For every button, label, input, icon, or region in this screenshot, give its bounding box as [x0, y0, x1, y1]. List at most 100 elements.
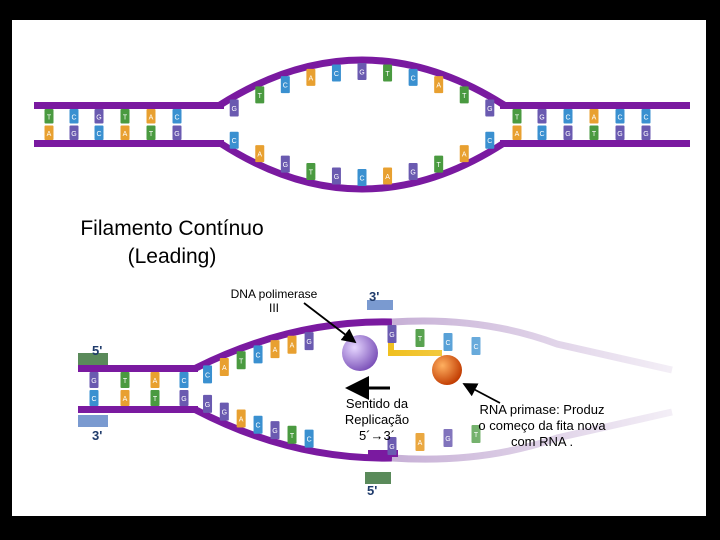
top-bubble-lower-3-rod [306, 163, 316, 181]
bottom-left-pair-upper-1-rod [120, 372, 130, 388]
top-bubble-upper-5-rod [357, 63, 367, 80]
top-left-pair-upper-0-letter: T [47, 114, 52, 121]
fork-lower-base-5-letter: T [290, 433, 295, 440]
fork-lower-base-5-rod [287, 425, 297, 444]
top-left-pair-upper-0-rod [44, 109, 54, 124]
top-bubble-upper-10-letter: G [487, 106, 492, 113]
top-bubble-upper-1-rod [255, 86, 265, 104]
top-bubble-lower-3-letter: T [309, 170, 314, 177]
top-bubble-lower-9-rod [459, 145, 469, 163]
top-bubble-upper-5-letter: G [359, 70, 364, 77]
top-bubble-lower-1-rod [255, 145, 265, 163]
fork-lower-parental-strand [194, 406, 393, 462]
top-left-pair-lower-1-letter: G [71, 131, 76, 138]
bottom-left-pair-lower-3-letter: G [181, 396, 186, 403]
top-bubble-upper-6-rod [383, 64, 393, 82]
bottom-replication-fork: GCTAATCGCGAGTACCAGATGCGGTACGCT [78, 300, 692, 484]
fork-upper-base-4-letter: A [273, 347, 278, 354]
top-bubble-lower-10-rod [485, 131, 495, 149]
polymerase-pointer-arrow [303, 302, 357, 344]
replication-direction-label: Sentido da Replicação 5´→3´ [344, 396, 410, 443]
fork-upper-base-6-letter: G [306, 339, 311, 346]
fork-lower-base-1-rod [219, 402, 229, 421]
top-bubble-upper-4-letter: C [334, 71, 339, 78]
fork-lower-base-0-letter: G [205, 402, 210, 409]
top-left-pair-lower-0-rod [44, 125, 54, 140]
new-leading-strand [368, 450, 398, 457]
top-left-pair-upper-1-letter: C [71, 114, 76, 121]
top-bubble-lower-2-rod [280, 155, 290, 173]
top-left-pair-lower-0-letter: A [47, 131, 52, 138]
top-left-pair-upper-1-rod [69, 109, 79, 124]
bottom-left-pair-upper-0-rod [89, 372, 99, 388]
top-left-pair-lower-5-rod [172, 125, 182, 140]
top-bubble-upper-3-letter: A [309, 75, 314, 82]
top-right-pair-lower-0-rod [512, 125, 522, 140]
top-bubble-lower-4-letter: G [334, 174, 339, 181]
top-right-pair-lower-3-letter: T [592, 131, 597, 138]
top-bubble-lower-9-letter: A [462, 152, 467, 159]
top-bubble-lower-7-rod [408, 163, 418, 181]
top-bubble-upper-strand [218, 56, 506, 108]
rna-primase-label: RNA primase: Produz o começo da fita nov… [478, 402, 606, 449]
left-5-end-marker [78, 353, 108, 365]
dna-polymerase-label: DNA polimerase III [230, 287, 318, 315]
top-right-lower-backbone [500, 140, 690, 147]
top-right-pair-lower-4-rod [615, 125, 625, 140]
bottom-left-pair-lower-3-rod [179, 390, 189, 406]
bottom-left-pair-upper-3-letter: C [181, 378, 186, 385]
top-left-pair-upper-2-letter: G [96, 114, 101, 121]
top-right-pair-upper-3-rod [589, 109, 599, 124]
fork-lower-base-4-rod [270, 421, 280, 440]
primase-pointer-arrow [462, 383, 501, 404]
fork-lower-base-4-letter: G [272, 428, 277, 435]
fork-lower-base-2-letter: A [239, 417, 244, 424]
fork-upper-base-5-letter: A [290, 343, 295, 350]
bottom-left-pair-lower-1-letter: A [123, 396, 128, 403]
top-left-pair-lower-4-letter: T [149, 131, 154, 138]
fork-upper-base-3-letter: C [256, 352, 261, 359]
strand-end-5-left: 5' [92, 343, 103, 358]
bottom-left-upper-backbone [78, 365, 198, 372]
top-bubble-lower-5-rod [357, 169, 367, 186]
top-left-pair-upper-2-rod [94, 109, 104, 124]
bottom-left-pair-lower-2-letter: T [153, 396, 158, 403]
bottom-5-end-marker [365, 472, 391, 484]
top-left-pair-lower-3-rod [120, 125, 130, 140]
top-bubble-upper-6-letter: T [385, 71, 390, 78]
top-dna-bubble: TACGGCTAATCGTAGCCGATCGCGGCTACGATCGGCTACG… [34, 56, 690, 193]
fork-lower-base-6-rod [304, 429, 314, 448]
fork-upper-parental-strand [194, 318, 393, 372]
top-right-pair-lower-5-letter: G [643, 131, 648, 138]
top-left-pair-upper-3-rod [120, 109, 130, 124]
fork-upper-base-3-rod [253, 345, 263, 364]
top-right-pair-upper-4-letter: C [617, 114, 622, 121]
fork-upper-base-4-rod [270, 340, 280, 359]
top-bubble-upper-7-rod [408, 68, 418, 86]
bottom-left-pair-upper-1-letter: T [123, 378, 128, 385]
top-bubble-lower-1-letter: A [257, 152, 262, 159]
top-right-pair-upper-0-letter: T [515, 114, 520, 121]
top-right-pair-upper-1-letter: G [539, 114, 544, 121]
top-right-pair-lower-1-rod [537, 125, 547, 140]
top-bubble-upper-3-rod [306, 68, 316, 86]
fork-upper-base-2-rod [236, 351, 246, 370]
top-right-pair-upper-3-letter: A [592, 114, 597, 121]
top-right-pair-lower-1-letter: C [539, 131, 544, 138]
fork-lower-base-3-rod [253, 415, 263, 434]
top-bubble-lower-10-letter: C [487, 138, 492, 145]
top-left-pair-upper-5-rod [172, 109, 182, 124]
bottom-left-pair-lower-1-rod [120, 390, 130, 406]
fork-upper-base-2-letter: T [239, 358, 244, 365]
top-bubble-upper-0-letter: G [231, 106, 236, 113]
top-bubble-lower-4-rod [331, 167, 341, 185]
top-bubble-upper-8-letter: A [436, 83, 441, 90]
top-bubble-upper-2-letter: C [283, 83, 288, 90]
top-left-pair-lower-2-letter: C [96, 131, 101, 138]
top-bubble-upper-8-rod [434, 76, 444, 94]
top-right-pair-lower-2-letter: G [565, 131, 570, 138]
top-bubble-lower-6-rod [383, 167, 393, 185]
fade-overlay [392, 310, 692, 480]
top-right-pair-upper-5-rod [641, 109, 651, 124]
